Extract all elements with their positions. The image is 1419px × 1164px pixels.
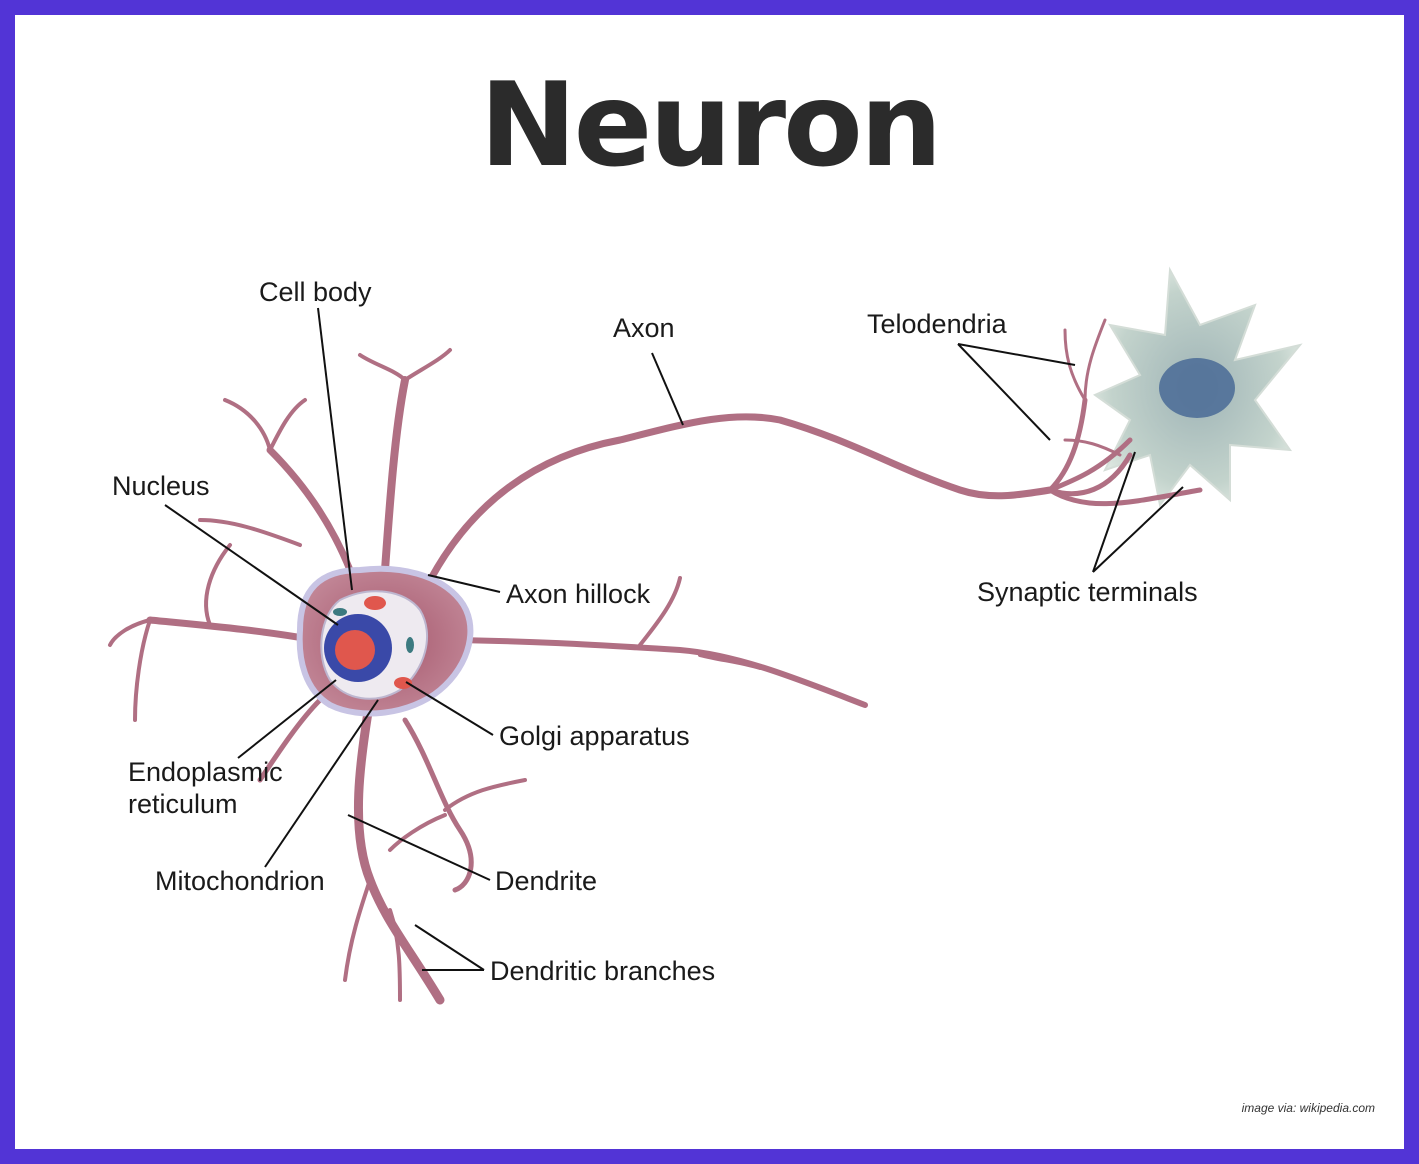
leader-line-cell-body — [317, 307, 353, 591]
cell-body — [296, 565, 474, 717]
dendrite — [343, 878, 372, 982]
leader-line-mitochondrion — [264, 699, 379, 868]
nucleolus — [335, 630, 375, 670]
page-title: Neuron — [479, 58, 943, 193]
dendrite — [427, 637, 868, 708]
leader-line-dendritic-branches — [414, 924, 485, 971]
mitochondrion-shape — [333, 608, 347, 616]
image-credit: image via: wikipedia.com — [1241, 1101, 1375, 1115]
axon-path — [421, 413, 1054, 594]
mitochondrion-shape — [406, 637, 414, 653]
label-telodendria: Telodendria — [867, 309, 1007, 339]
leader-line-telodendria — [957, 343, 1076, 366]
leader-line-golgi-apparatus — [405, 681, 494, 736]
dendrite — [266, 446, 354, 574]
label-nucleus: Nucleus — [112, 471, 210, 501]
dendrite — [108, 618, 152, 647]
dendrite — [388, 813, 447, 852]
leader-line-dendrite — [347, 814, 491, 881]
leader-line-axon-hillock — [427, 574, 501, 593]
dendrite — [133, 618, 152, 722]
dendrite — [638, 576, 682, 647]
dendrite — [198, 518, 302, 547]
telodendron — [1063, 438, 1122, 457]
dendrite — [268, 398, 307, 452]
label-golgi-apparatus: Golgi apparatus — [499, 721, 690, 751]
label-synaptic-terminals: Synaptic terminals — [977, 577, 1198, 607]
dendrite — [257, 697, 323, 783]
label-endoplasmic-reticulum-line2: reticulum — [128, 789, 238, 819]
dendrite — [403, 348, 452, 382]
leader-line-synaptic-terminals — [1092, 486, 1184, 573]
label-axon: Axon — [613, 313, 675, 343]
dendrite — [698, 653, 762, 670]
label-axon-hillock: Axon hillock — [506, 579, 651, 609]
leader-line-synaptic-terminals — [1092, 451, 1136, 573]
leader-line-telodendria — [957, 343, 1051, 441]
label-mitochondrion: Mitochondrion — [155, 866, 325, 896]
leader-line-endoplasmic-reticulum — [237, 679, 337, 759]
neuron-processes — [108, 318, 1203, 1005]
telodendron — [1083, 318, 1107, 402]
leader-lines — [164, 307, 1184, 971]
dendrite — [223, 398, 272, 452]
golgi-apparatus-shape — [394, 677, 412, 689]
telodendron — [1047, 397, 1088, 493]
dendrite — [358, 353, 407, 382]
dendrite — [443, 778, 527, 812]
dendrite — [204, 543, 232, 627]
dendrite — [146, 616, 319, 644]
label-endoplasmic-reticulum-line1: Endoplasmic — [128, 757, 283, 787]
diagram-card — [15, 15, 1404, 1149]
dendrite — [402, 717, 474, 893]
target-cell — [1092, 266, 1303, 508]
label-dendrite: Dendrite — [495, 866, 598, 896]
label-cell-body: Cell body — [259, 277, 372, 307]
target-cell-nucleus — [1159, 358, 1235, 418]
dendrite — [388, 908, 402, 1002]
leader-line-axon — [651, 352, 684, 426]
dendrite — [381, 376, 409, 574]
label-dendritic-branches: Dendritic branches — [490, 956, 716, 986]
telodendron — [1047, 437, 1133, 493]
leader-line-nucleus — [164, 504, 339, 626]
golgi-vesicle — [364, 596, 386, 610]
